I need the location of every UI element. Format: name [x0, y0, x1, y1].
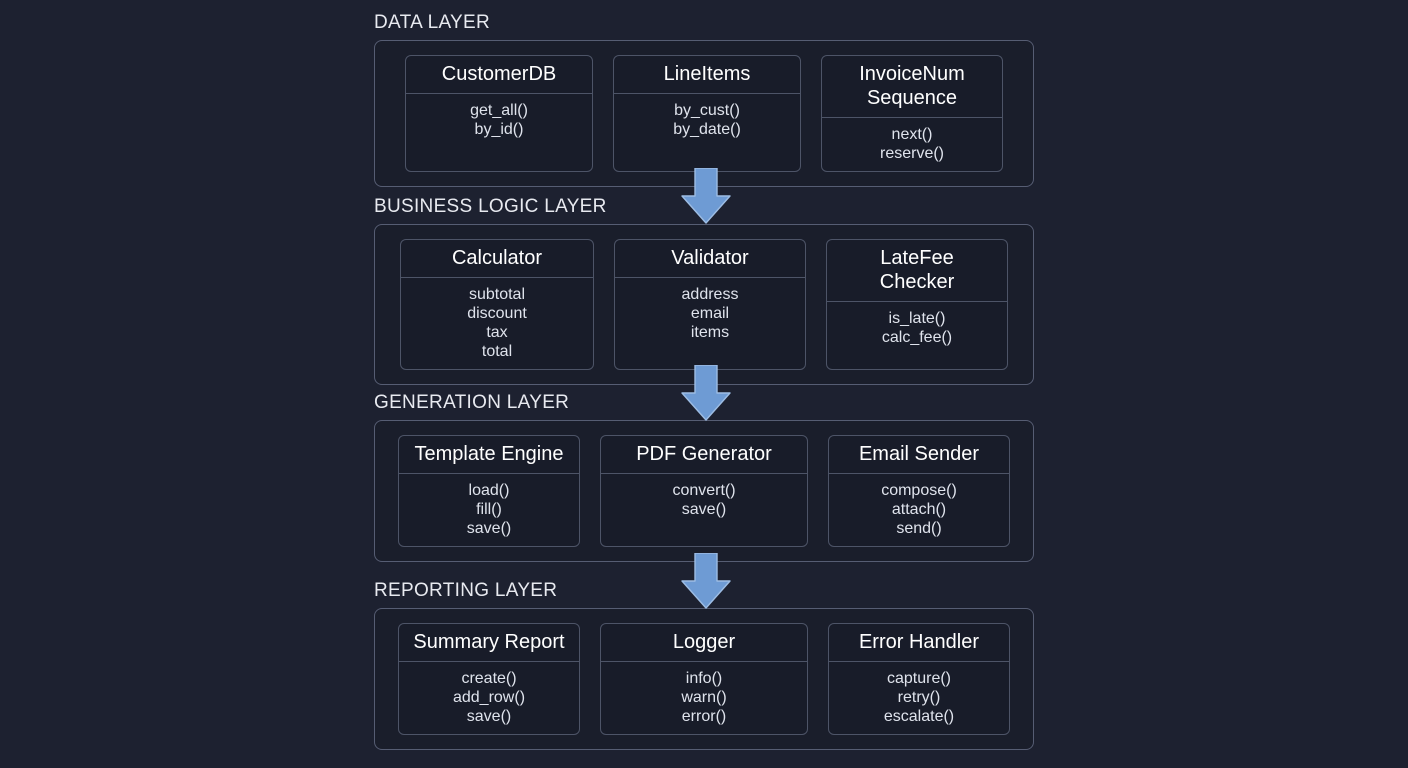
card-latefee-checker[interactable]: LateFee Checker is_late() calc_fee()	[826, 239, 1008, 370]
arrow-logic-to-generation	[681, 365, 731, 421]
card-members: compose() attach() send()	[881, 482, 957, 537]
layer-business-logic: BUSINESS LOGIC LAYER Calculator subtotal…	[374, 196, 1034, 385]
layer-label-generation: GENERATION LAYER	[374, 392, 570, 413]
arrow-down-icon	[681, 553, 731, 609]
card-error-handler[interactable]: Error Handler capture() retry() escalate…	[828, 623, 1010, 735]
card-template-engine[interactable]: Template Engine load() fill() save()	[398, 435, 580, 547]
architecture-diagram: DATA LAYER CustomerDB get_all() by_id() …	[374, 0, 1034, 768]
arrow-generation-to-reporting	[681, 553, 731, 609]
card-members: address email items	[681, 286, 739, 341]
layer-container-generation: Template Engine load() fill() save() PDF…	[374, 420, 1034, 562]
arrow-down-icon	[681, 365, 731, 421]
card-lineitems[interactable]: LineItems by_cust() by_date()	[613, 55, 801, 172]
layer-reporting: REPORTING LAYER Summary Report create() …	[374, 580, 1034, 750]
card-customerdb[interactable]: CustomerDB get_all() by_id()	[405, 55, 593, 172]
card-members: load() fill() save()	[466, 482, 512, 537]
card-title: Logger	[601, 624, 807, 662]
card-title: Email Sender	[829, 436, 1009, 474]
card-title: Error Handler	[829, 624, 1009, 662]
card-members: next() reserve()	[879, 126, 944, 162]
card-members: info() warn() error()	[681, 670, 727, 725]
layer-container-business-logic: Calculator subtotal discount tax total V…	[374, 224, 1034, 385]
card-title: Calculator	[401, 240, 593, 278]
layer-label-data: DATA LAYER	[374, 12, 490, 33]
card-title: InvoiceNum Sequence	[822, 56, 1002, 118]
arrow-down-icon	[681, 168, 731, 224]
card-title: Template Engine	[399, 436, 579, 474]
layer-generation: GENERATION LAYER Template Engine load() …	[374, 392, 1034, 562]
card-members: get_all() by_id()	[470, 102, 528, 138]
card-title: Validator	[615, 240, 805, 278]
layer-data: DATA LAYER CustomerDB get_all() by_id() …	[374, 12, 1034, 187]
card-validator[interactable]: Validator address email items	[614, 239, 806, 370]
card-members: create() add_row() save()	[452, 670, 526, 725]
card-pdf-generator[interactable]: PDF Generator convert() save()	[600, 435, 808, 547]
card-members: subtotal discount tax total	[467, 286, 527, 360]
layer-container-data: CustomerDB get_all() by_id() LineItems b…	[374, 40, 1034, 187]
card-email-sender[interactable]: Email Sender compose() attach() send()	[828, 435, 1010, 547]
card-calculator[interactable]: Calculator subtotal discount tax total	[400, 239, 594, 370]
layer-container-reporting: Summary Report create() add_row() save()…	[374, 608, 1034, 750]
card-members: convert() save()	[672, 482, 736, 518]
card-members: capture() retry() escalate()	[883, 670, 955, 725]
layer-label-business-logic: BUSINESS LOGIC LAYER	[374, 196, 607, 217]
card-invoicenum-sequence[interactable]: InvoiceNum Sequence next() reserve()	[821, 55, 1003, 172]
layer-label-reporting: REPORTING LAYER	[374, 580, 558, 601]
card-title: Summary Report	[399, 624, 579, 662]
card-members: by_cust() by_date()	[673, 102, 741, 138]
arrow-data-to-logic	[681, 168, 731, 224]
card-summary-report[interactable]: Summary Report create() add_row() save()	[398, 623, 580, 735]
card-members: is_late() calc_fee()	[881, 310, 953, 346]
card-title: CustomerDB	[406, 56, 592, 94]
card-title: PDF Generator	[601, 436, 807, 474]
card-title: LineItems	[614, 56, 800, 94]
card-logger[interactable]: Logger info() warn() error()	[600, 623, 808, 735]
card-title: LateFee Checker	[827, 240, 1007, 302]
